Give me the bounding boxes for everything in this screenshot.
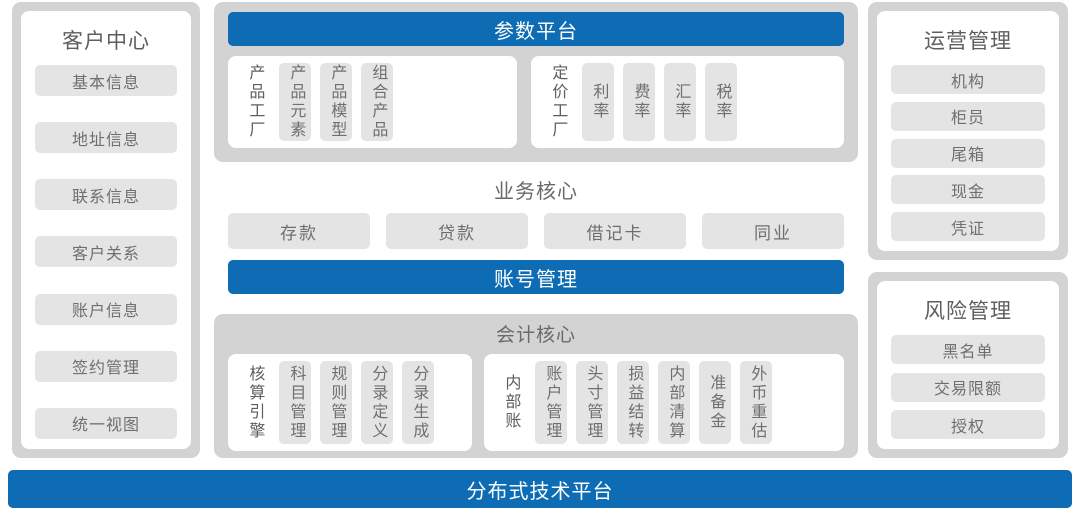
customer-center-list: 基本信息 地址信息 联系信息 客户关系 账户信息 签约管理 统一视图 [35,65,177,439]
param-platform-title: 参数平台 [228,12,844,46]
product-factory-label: 产品工厂 [246,64,264,140]
sidebar-item-cash-box[interactable]: 尾箱 [891,138,1045,168]
chip-account-management[interactable]: 账户管理 [535,361,567,444]
pricing-factory-group: 定价工厂 利率 费率 汇率 税率 [531,56,844,148]
center-column: 参数平台 产品工厂 产品元素 产品模型 组合产品 定价工厂 利率 费率 汇率 税… [214,2,858,458]
account-management-bar[interactable]: 账号管理 [228,260,844,294]
risk-management-card: 风险管理 黑名单 交易限额 授权 [877,281,1059,449]
chip-rule-management[interactable]: 规则管理 [320,361,352,444]
sidebar-item-institution[interactable]: 机构 [891,65,1045,94]
sidebar-item-voucher[interactable]: 凭证 [891,212,1045,241]
chip-reserve-fund[interactable]: 准备金 [699,361,731,444]
sidebar-item-cash[interactable]: 现金 [891,175,1045,205]
pricing-factory-label: 定价工厂 [549,64,567,140]
chip-deposit[interactable]: 存款 [228,213,370,249]
sidebar-item-contact-info[interactable]: 联系信息 [35,179,177,211]
param-platform-panel: 参数平台 产品工厂 产品元素 产品模型 组合产品 定价工厂 利率 费率 汇率 税… [214,2,858,162]
operations-management-panel: 运营管理 机构 柜员 尾箱 现金 凭证 [868,2,1068,260]
sidebar-item-basic-info[interactable]: 基本信息 [35,65,177,96]
product-factory-group: 产品工厂 产品元素 产品模型 组合产品 [228,56,517,148]
accounting-core-title: 会计核心 [495,325,576,346]
chip-product-model[interactable]: 产品模型 [320,63,352,141]
chip-profit-loss-carryover[interactable]: 损益结转 [617,361,649,444]
accounting-engine-label: 核算引擎 [246,364,264,441]
sidebar-item-contract-management[interactable]: 签约管理 [35,350,177,382]
accounting-core-panel: 会计核心 核算引擎 科目管理 规则管理 分录定义 分录生成 内部账 账户管理 头… [214,314,858,458]
tech-platform-bar[interactable]: 分布式技术平台 [8,470,1072,508]
chip-internal-settlement[interactable]: 内部清算 [658,361,690,444]
sidebar-item-unified-view[interactable]: 统一视图 [35,407,177,439]
accounting-engine-group: 核算引擎 科目管理 规则管理 分录定义 分录生成 [228,354,472,451]
chip-subject-management[interactable]: 科目管理 [279,361,311,444]
risk-management-panel: 风险管理 黑名单 交易限额 授权 [868,272,1068,458]
sidebar-item-teller[interactable]: 柜员 [891,101,1045,131]
business-core-items: 存款 贷款 借记卡 同业 [228,213,844,249]
sidebar-item-transaction-limit[interactable]: 交易限额 [891,372,1045,402]
business-core-section: 业务核心 存款 贷款 借记卡 同业 账号管理 [214,170,858,303]
risk-management-title: 风险管理 [924,300,1012,323]
operations-management-title: 运营管理 [924,30,1012,53]
accounting-core-groups: 核算引擎 科目管理 规则管理 分录定义 分录生成 内部账 账户管理 头寸管理 损… [228,354,844,451]
chip-interbank[interactable]: 同业 [702,213,844,249]
chip-entry-definition[interactable]: 分录定义 [361,361,393,444]
customer-center-title: 客户中心 [62,30,150,53]
chip-loan[interactable]: 贷款 [386,213,528,249]
chip-debit-card[interactable]: 借记卡 [544,213,686,249]
chip-tax-rate[interactable]: 税率 [705,63,737,141]
internal-account-label: 内部账 [502,374,520,431]
sidebar-item-blacklist[interactable]: 黑名单 [891,335,1045,364]
customer-center-card: 客户中心 基本信息 地址信息 联系信息 客户关系 账户信息 签约管理 统一视图 [21,11,191,449]
chip-composite-product[interactable]: 组合产品 [361,63,393,141]
chip-entry-generation[interactable]: 分录生成 [402,361,434,444]
chip-interest-rate[interactable]: 利率 [582,63,614,141]
chip-product-element[interactable]: 产品元素 [279,63,311,141]
operations-management-list: 机构 柜员 尾箱 现金 凭证 [891,65,1045,241]
business-core-title: 业务核心 [494,181,578,203]
chip-exchange-rate[interactable]: 汇率 [664,63,696,141]
sidebar-item-authorization[interactable]: 授权 [891,410,1045,439]
chip-fee-rate[interactable]: 费率 [623,63,655,141]
operations-management-card: 运营管理 机构 柜员 尾箱 现金 凭证 [877,11,1059,251]
sidebar-item-address-info[interactable]: 地址信息 [35,122,177,154]
sidebar-item-account-info[interactable]: 账户信息 [35,293,177,325]
sidebar-item-customer-relation[interactable]: 客户关系 [35,236,177,268]
chip-position-management[interactable]: 头寸管理 [576,361,608,444]
param-platform-groups: 产品工厂 产品元素 产品模型 组合产品 定价工厂 利率 费率 汇率 税率 [228,56,844,148]
customer-center-panel: 客户中心 基本信息 地址信息 联系信息 客户关系 账户信息 签约管理 统一视图 [12,2,200,458]
internal-account-group: 内部账 账户管理 头寸管理 损益结转 内部清算 准备金 外币重估 [484,354,844,451]
chip-foreign-currency-revaluation[interactable]: 外币重估 [740,361,772,444]
risk-management-list: 黑名单 交易限额 授权 [891,335,1045,439]
